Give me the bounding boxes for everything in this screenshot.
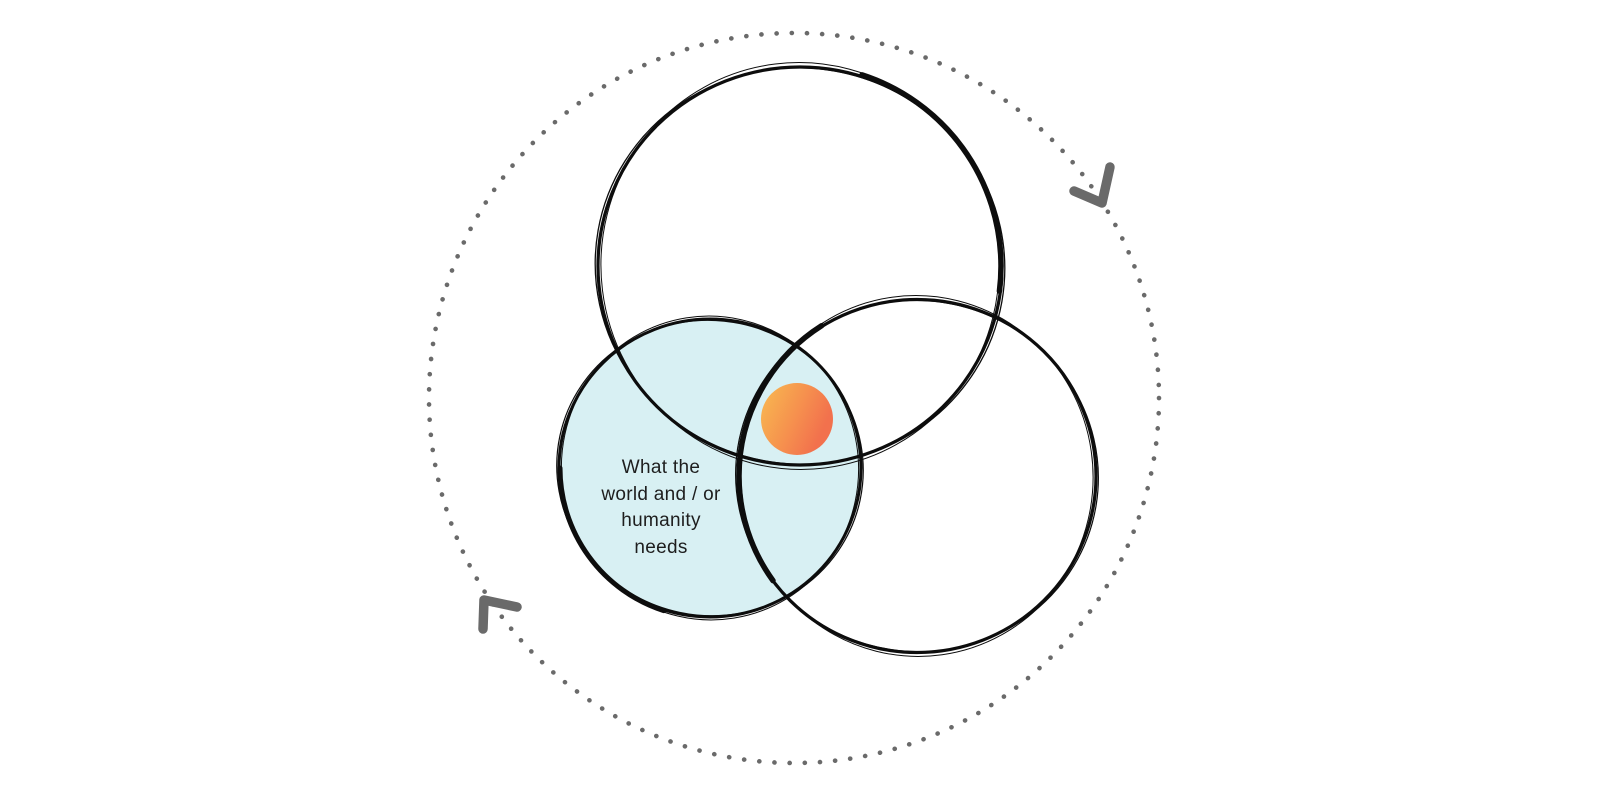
circle-right-thick-arc [736,295,1098,657]
rotation-ring [426,30,1162,766]
circle-right-echo1 [735,299,1099,653]
world-needs-label: What the world and / or humanity needs [561,455,761,561]
circle-top-thick-arc [596,62,1004,470]
circle-right [735,295,1099,657]
rotation-ring-dots [426,30,1162,766]
circle-world-needs [556,315,864,621]
circle-world-needs-thick-arc [557,315,863,621]
highlight-dot [761,383,833,455]
world-needs-label-line: humanity [621,510,701,531]
world-needs-label-line: world and / or [601,483,721,505]
world-needs-label-line: needs [634,536,688,558]
circle-top [594,62,1006,470]
rotation-arrow-top-right-icon [1069,162,1115,208]
circle-top-echo1 [594,67,1006,465]
world-needs-label-line: What the [621,457,701,478]
rotation-arrow-bottom-left-icon [478,595,522,634]
circle-world-needs-echo1 [556,319,864,617]
